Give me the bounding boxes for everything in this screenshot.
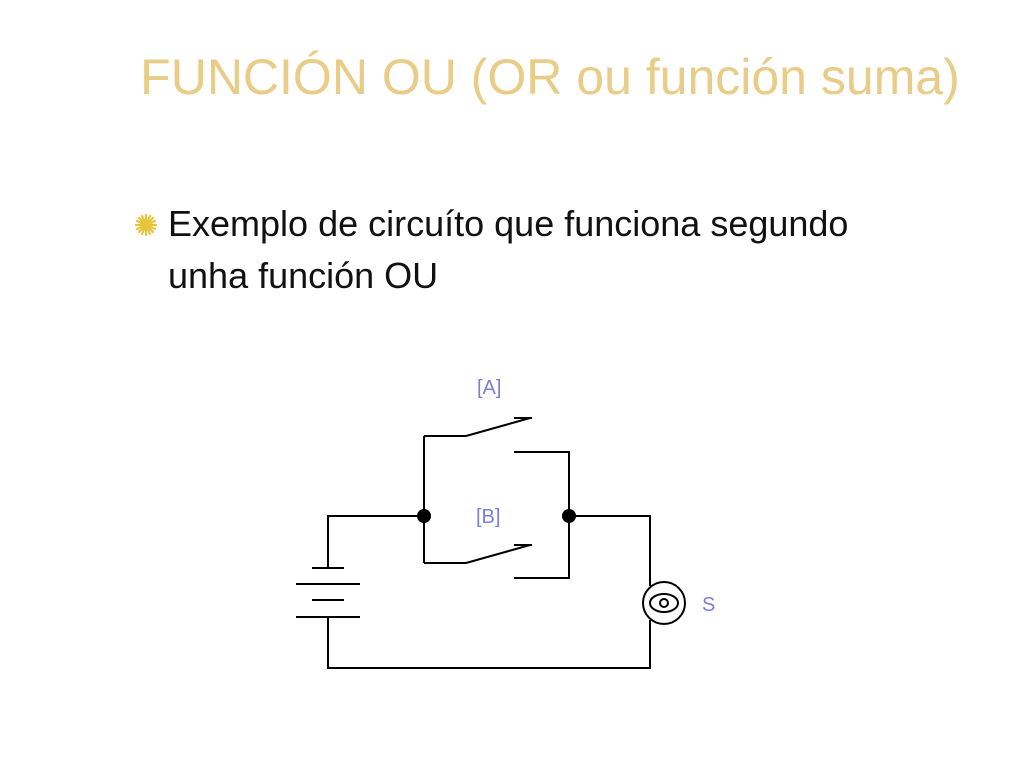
right-junction (562, 509, 576, 523)
slide-title: FUNCIÓN OU (OR ou función suma) (140, 49, 960, 105)
switch-b (465, 544, 532, 564)
switch-a (465, 417, 532, 437)
bullet-text: Exemplo de circuíto que funciona segundo… (168, 203, 849, 296)
sunburst-bullet-icon (135, 214, 157, 236)
circuit-wires (327, 435, 651, 669)
switch-b-label: [B] (476, 506, 500, 528)
switch-a-label: [A] (477, 377, 501, 399)
battery-icon (296, 567, 360, 618)
left-junction (417, 509, 431, 523)
lamp-icon (642, 581, 686, 625)
lamp-label: S (702, 594, 715, 616)
